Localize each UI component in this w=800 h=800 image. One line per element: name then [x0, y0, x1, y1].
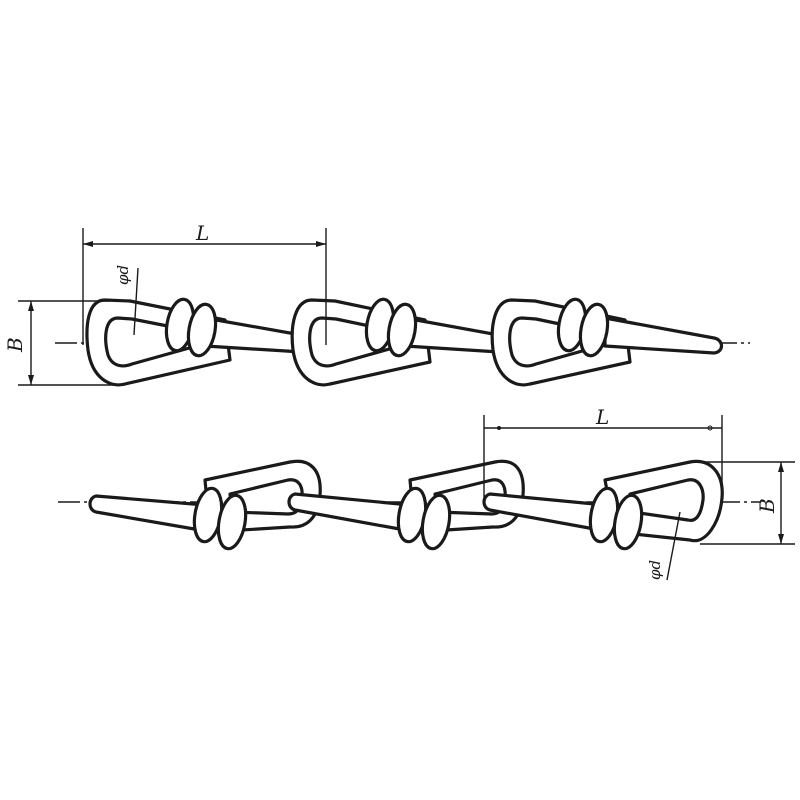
top-dimension-wire-dia: φd [114, 265, 139, 336]
bottom-dimension-wire-dia: φd [646, 511, 681, 581]
bottom-L-label: L [595, 405, 609, 429]
bottom-link-1 [88, 459, 322, 551]
bottom-phid-label: φd [646, 560, 664, 580]
top-L-label: L [195, 221, 209, 245]
bottom-link-2 [287, 459, 525, 551]
bottom-B-label: B [755, 498, 779, 514]
bottom-dimension-B: B [700, 461, 795, 545]
top-B-label: B [3, 337, 27, 353]
bottom-chain: L B φd [58, 405, 795, 581]
bottom-link-3 [482, 459, 724, 551]
top-link-1 [85, 297, 326, 387]
top-link-3 [490, 297, 724, 387]
top-dimension-L: L [82, 221, 327, 345]
top-dimension-B: B [3, 300, 125, 386]
top-phid-label: φd [114, 265, 132, 285]
bottom-dimension-L: L [483, 405, 723, 505]
top-chain: L B φd [3, 221, 750, 387]
